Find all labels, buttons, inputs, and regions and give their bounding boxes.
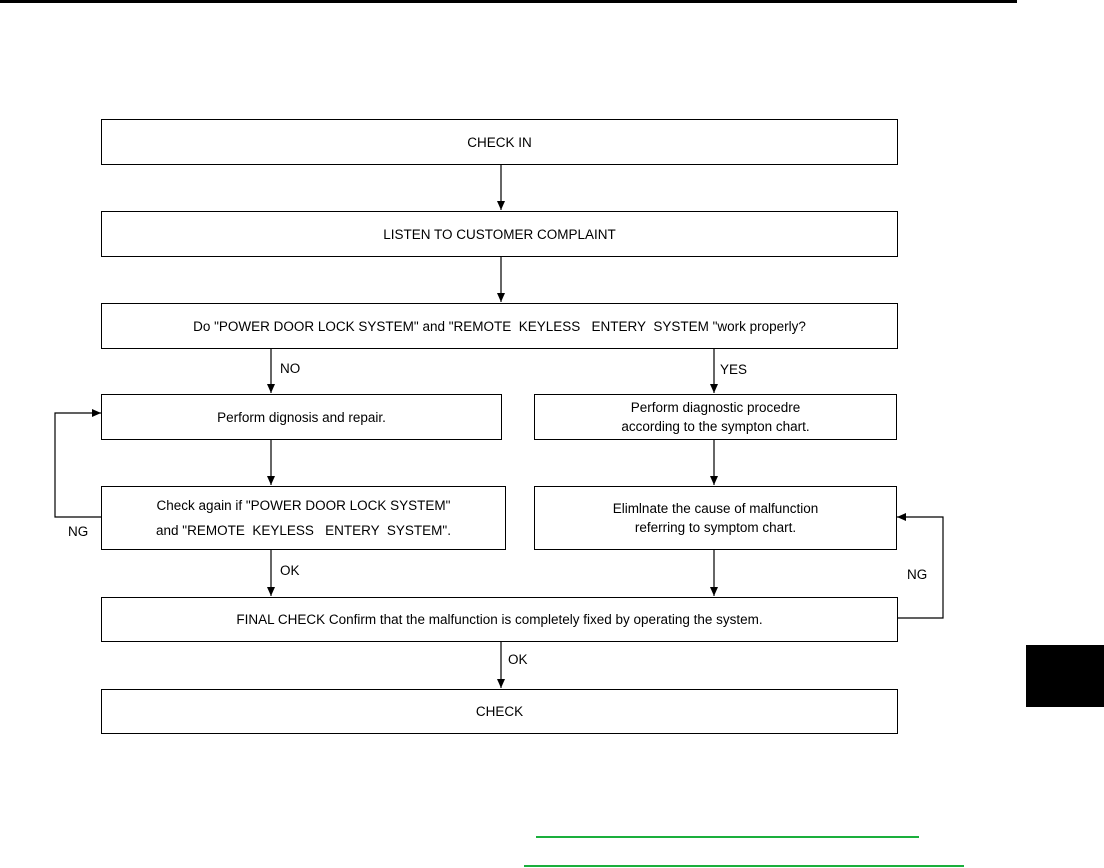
eliminate-cause-line-2: referring to symptom chart.	[634, 520, 797, 535]
arrow-ng-loop-right	[897, 513, 944, 619]
diagnosis-repair-text: Perform dignosis and repair.	[217, 409, 386, 425]
check-again-line-1: Check again if "POWER DOOR LOCK SYSTEM"	[156, 498, 451, 513]
listen-complaint-text: LISTEN TO CUSTOMER COMPLAINT	[383, 226, 616, 242]
diagnostic-procedure-box: Perform diagnostic procedre according to…	[534, 394, 897, 440]
check-text: CHECK	[475, 704, 524, 719]
diagnostic-procedure-line-1: Perform diagnostic procedre	[630, 400, 801, 415]
check-again-line-2: and "REMOTE KEYLESS ENTERY SYSTEM".	[156, 523, 451, 538]
eliminate-cause-line-1: Elimlnate the cause of malfunction	[612, 501, 819, 516]
ng-label-left: NG	[68, 524, 89, 539]
ok-label-bottom: OK	[508, 652, 528, 667]
no-label: NO	[280, 361, 301, 376]
link-underline-1	[536, 836, 919, 838]
check-in-text: CHECK IN	[467, 134, 532, 150]
check-box: CHECK	[101, 689, 898, 734]
listen-complaint-box: LISTEN TO CUSTOMER COMPLAINT	[101, 211, 898, 257]
arrow-ng-loop-left	[54, 409, 101, 518]
ok-label-left: OK	[280, 563, 300, 578]
question-text: Do "POWER DOOR LOCK SYSTEM" and "REMOTE …	[193, 318, 806, 334]
section-tab-marker	[1026, 645, 1104, 707]
ng-label-right: NG	[907, 567, 928, 582]
diagnostic-procedure-line-2: according to the sympton chart.	[621, 419, 810, 434]
diagnosis-repair-box: Perform dignosis and repair.	[101, 394, 502, 440]
yes-label: YES	[720, 362, 748, 377]
final-check-box: FINAL CHECK Confirm that the malfunction…	[101, 597, 898, 642]
final-check-text: FINAL CHECK Confirm that the malfunction…	[236, 612, 763, 627]
check-again-box: Check again if "POWER DOOR LOCK SYSTEM" …	[101, 486, 506, 550]
question-box: Do "POWER DOOR LOCK SYSTEM" and "REMOTE …	[101, 303, 898, 349]
check-in-box: CHECK IN	[101, 119, 898, 165]
link-underline-2	[524, 865, 964, 867]
top-rule	[0, 0, 1017, 3]
eliminate-cause-box: Elimlnate the cause of malfunction refer…	[534, 486, 897, 550]
